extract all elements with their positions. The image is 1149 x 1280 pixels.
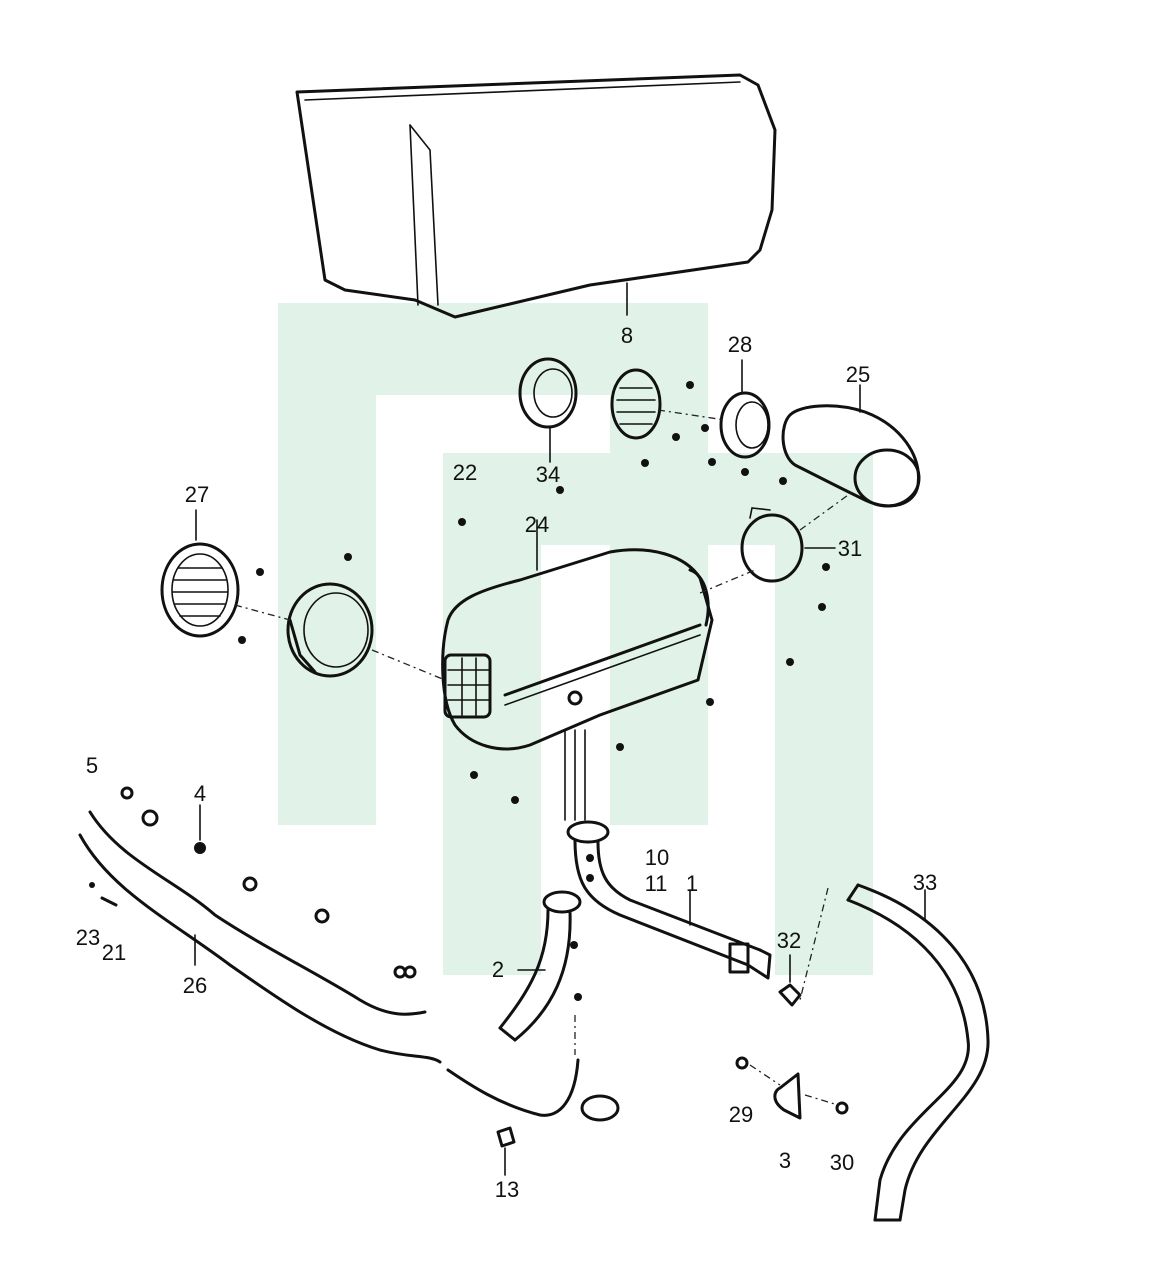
label-25: 25 (846, 362, 870, 387)
label-10: 10 (645, 845, 669, 870)
label-21: 21 (102, 940, 126, 965)
label-29: 29 (729, 1102, 753, 1127)
part-labels: 8 28 25 22 34 27 24 31 5 4 10 11 1 33 23… (76, 323, 937, 1202)
hose-33 (799, 883, 990, 1222)
label-33: 33 (913, 870, 937, 895)
cover-box (295, 73, 777, 319)
label-4: 4 (194, 781, 206, 806)
label-3: 3 (779, 1148, 791, 1173)
heater-unit (441, 519, 714, 821)
label-30: 30 (830, 1150, 854, 1175)
ring-28 (719, 359, 771, 459)
hose-clamp (740, 507, 836, 583)
label-27: 27 (185, 482, 209, 507)
ring-34 (518, 357, 578, 463)
ring-adapter-left (286, 582, 374, 678)
label-5: 5 (86, 753, 98, 778)
label-2: 2 (492, 957, 504, 982)
label-13: 13 (495, 1177, 519, 1202)
grille-left (160, 509, 240, 638)
label-31: 31 (838, 536, 862, 561)
label-23: 23 (76, 925, 100, 950)
label-32: 32 (777, 928, 801, 953)
label-24: 24 (525, 512, 549, 537)
assembly-lines (234, 409, 856, 1055)
label-28: 28 (728, 332, 752, 357)
fasteners (89, 381, 830, 1001)
intake-pipe (498, 890, 582, 1042)
label-11: 11 (645, 871, 668, 896)
small-clamp-13 (496, 1094, 620, 1176)
fuel-lines (78, 810, 580, 1117)
label-26: 26 (183, 973, 207, 998)
label-8: 8 (621, 323, 633, 348)
label-34: 34 (536, 462, 560, 487)
exhaust-pipe (566, 820, 772, 980)
label-22: 22 (453, 460, 477, 485)
mount-hardware (735, 954, 849, 1120)
label-1: 1 (686, 871, 698, 896)
small-grille-top (610, 368, 662, 440)
duct-elbow (781, 384, 921, 508)
